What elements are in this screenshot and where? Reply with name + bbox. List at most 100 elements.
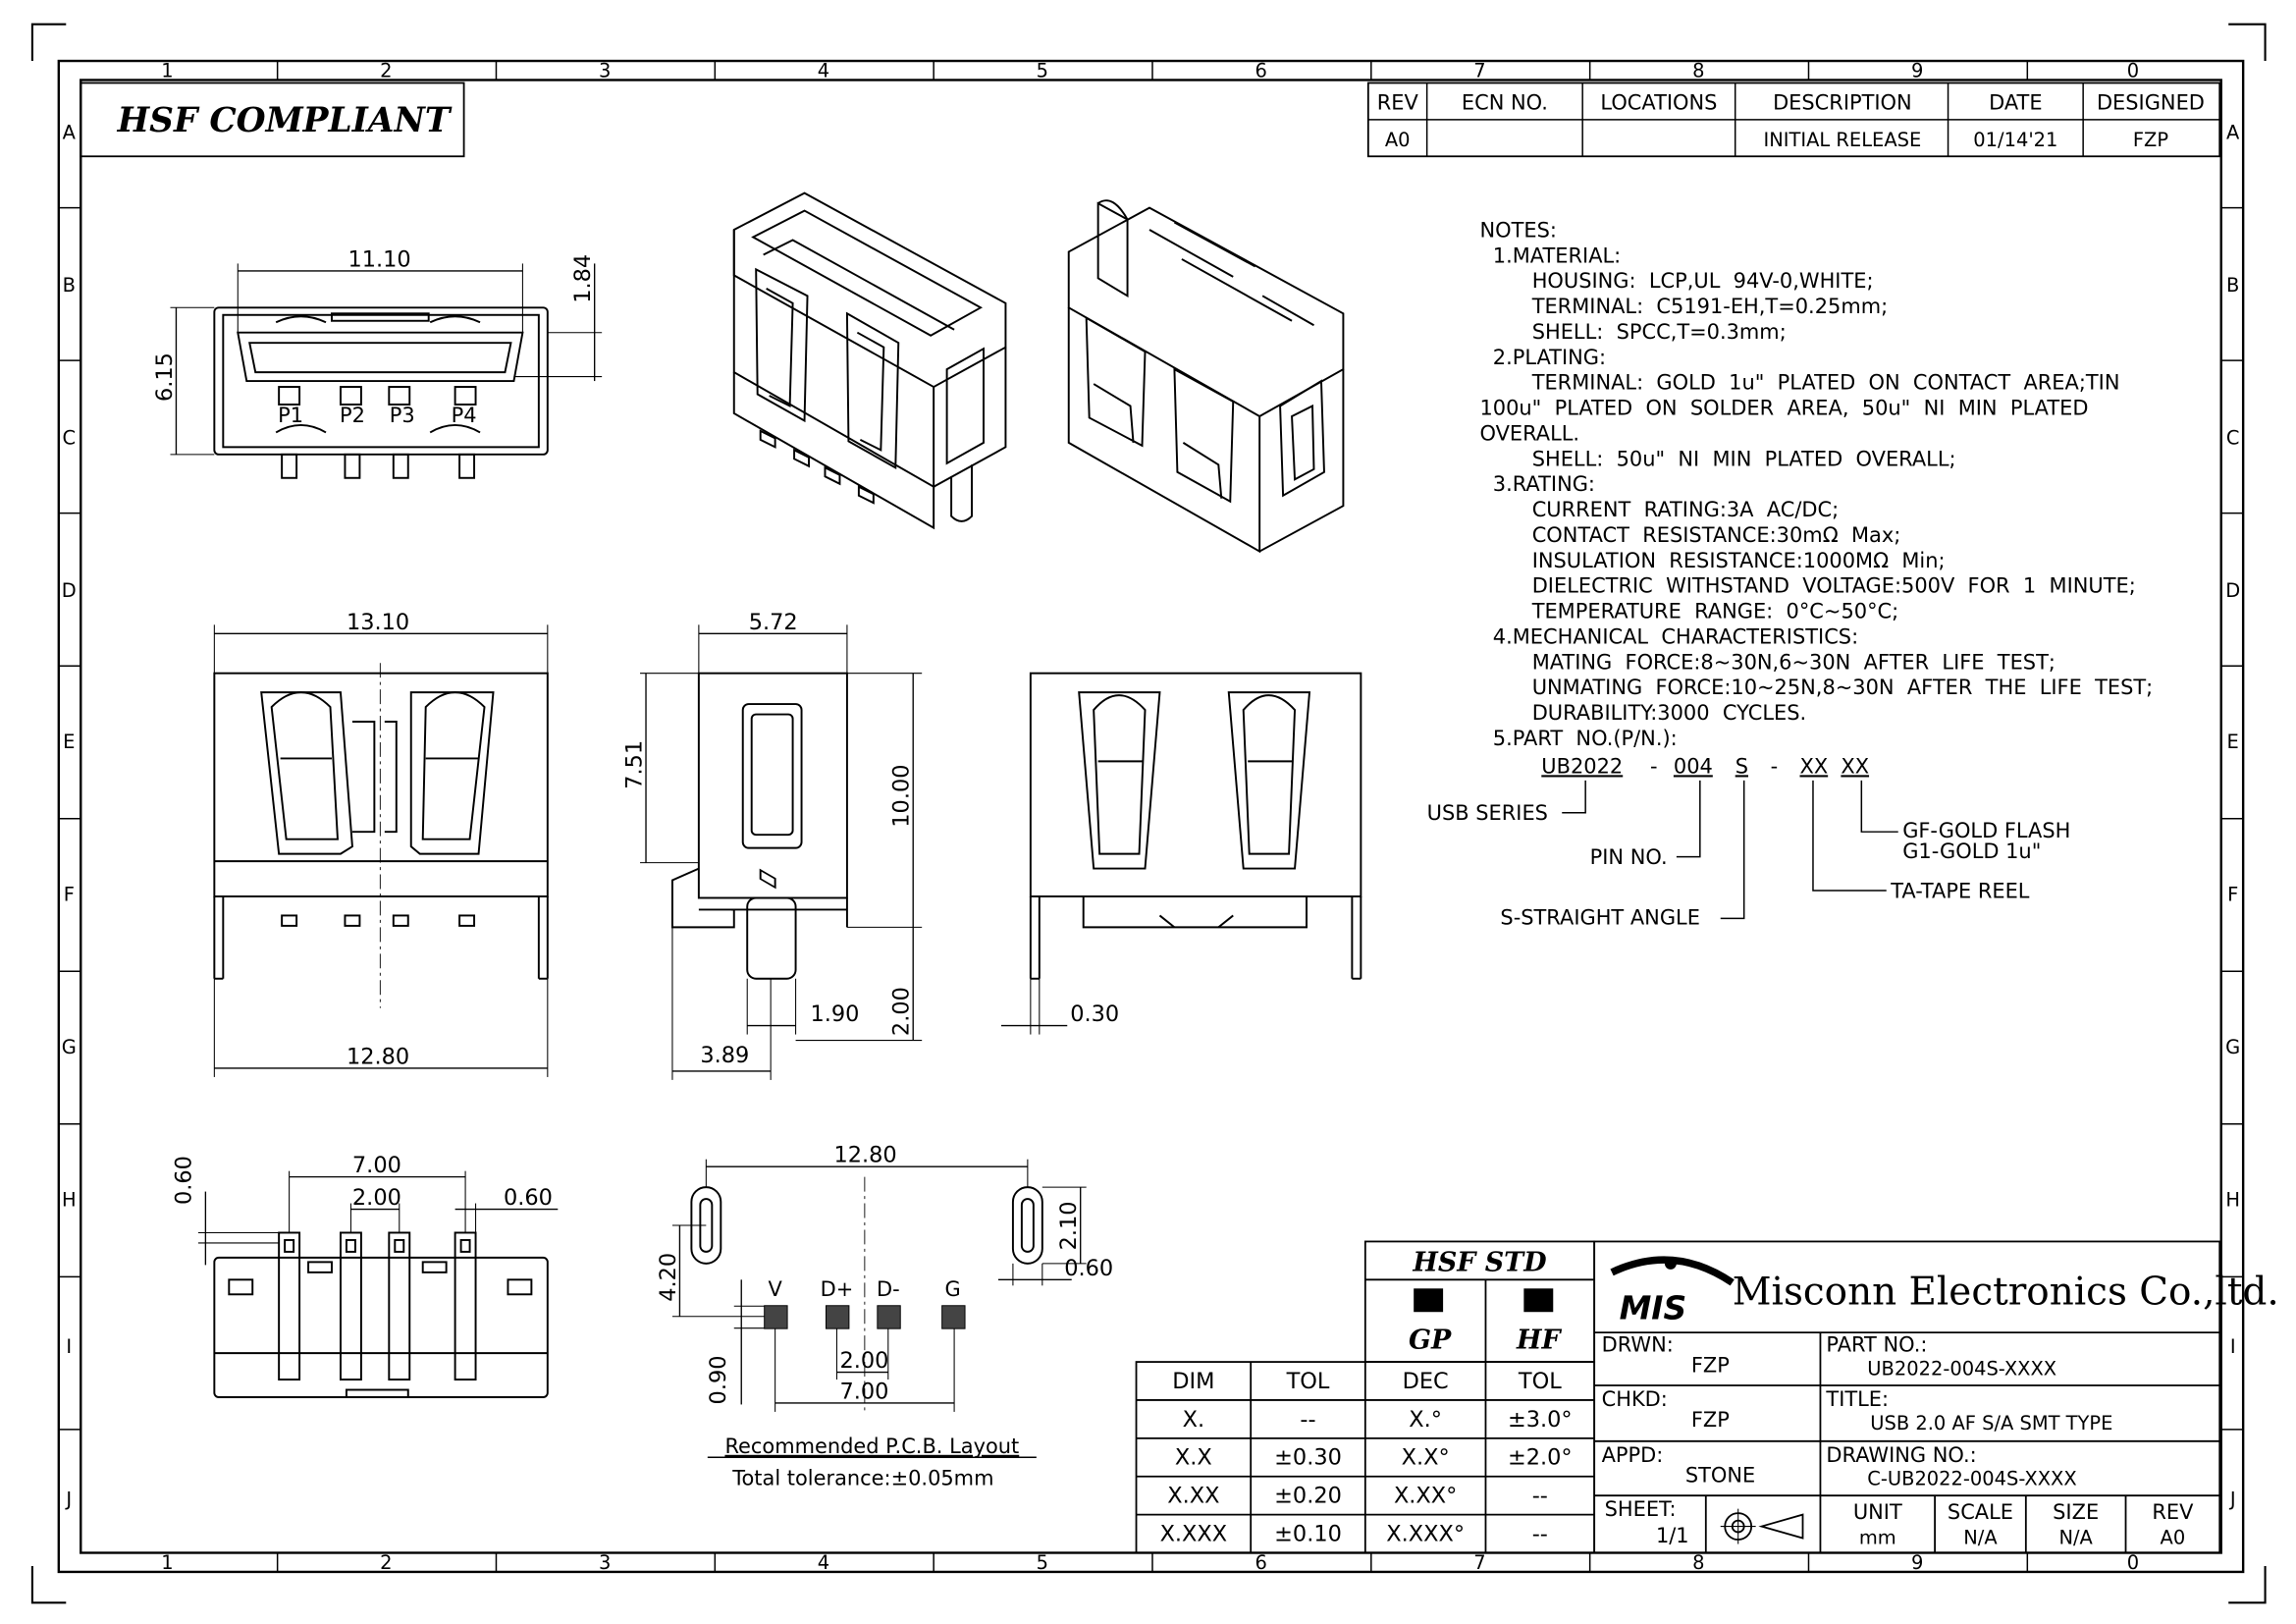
- projection-symbol-icon: [1720, 1508, 1804, 1544]
- note-line: SHELL: 50u" NI MIN PLATED OVERALL;: [1479, 447, 1955, 470]
- pin-label-p2: P2: [340, 404, 365, 427]
- drawing-no-label: DRAWING NO.:: [1826, 1443, 1976, 1467]
- grid-row-label: I: [66, 1335, 72, 1358]
- dim-side-b3: 3.89: [700, 1043, 749, 1068]
- side-view-dims: 5.72 7.51 10.00 1.90 2.00 3.89: [622, 610, 915, 1068]
- dim-pcb-0-90: 0.90: [706, 1356, 731, 1405]
- dim-pcb-2-10: 2.10: [1056, 1201, 1082, 1250]
- pcb-pin-dplus: D+: [821, 1277, 854, 1301]
- pin-label-p3: P3: [390, 404, 415, 427]
- rev-header: REV: [1377, 90, 1419, 114]
- title-block: [1593, 1240, 2221, 1554]
- grid-row-label: D: [62, 579, 77, 602]
- pn-part-1: UB2022: [1541, 754, 1623, 778]
- pcb-caption: Recommended P.C.B. Layout: [724, 1435, 1019, 1458]
- dim-front-bottom: 12.80: [347, 1044, 409, 1069]
- dim-front-width: 13.10: [347, 610, 409, 635]
- grid-col-label: 0: [2127, 59, 2139, 81]
- grid-row-label: G: [62, 1036, 77, 1058]
- grid-col-label: 4: [818, 1551, 829, 1574]
- grid-col-label: 6: [1255, 59, 1266, 81]
- note-line: CURRENT RATING:3A AC/DC;: [1479, 498, 1839, 521]
- pcb-pin-dminus: D-: [877, 1277, 900, 1301]
- ecn-header: ECN NO.: [1462, 90, 1548, 114]
- grid-row-label: C: [2226, 426, 2240, 449]
- pn-straight: S-STRAIGHT ANGLE: [1500, 905, 1700, 929]
- note-line: MATING FORCE:8~30N,6~30N AFTER LIFE TEST…: [1479, 650, 2055, 674]
- grid-row-label: C: [63, 426, 77, 449]
- rev-label: REV: [2152, 1500, 2194, 1524]
- dim-pcb-2-00: 2.00: [839, 1348, 888, 1374]
- pin-label-p1: P1: [278, 404, 303, 427]
- grid-col-label: 7: [1473, 1551, 1485, 1574]
- dim-side-b1: 1.90: [811, 1001, 860, 1027]
- gp-marker: [1414, 1288, 1444, 1313]
- designed-header: DESIGNED: [2097, 90, 2205, 114]
- pcb-pad-fill: [765, 1306, 965, 1328]
- date-header: DATE: [1989, 90, 2042, 114]
- mis-logo: MIS: [1610, 1256, 1735, 1327]
- grid-col-label: 7: [1473, 59, 1485, 81]
- note-line: 3.RATING:: [1479, 472, 1595, 496]
- dim-pcb-7-00: 7.00: [839, 1379, 888, 1404]
- pn-tape-reel: TA-TAPE REEL: [1890, 879, 2030, 902]
- size-value: N/A: [2058, 1527, 2093, 1549]
- dim-pcb-12-80: 12.80: [833, 1143, 896, 1168]
- note-line: 2.PLATING:: [1479, 346, 1606, 369]
- pcb-pin-labels: V D+ D- G: [768, 1277, 960, 1301]
- grid-col-label: 4: [818, 59, 829, 81]
- note-line: CONTACT RESISTANCE:30mΩ Max;: [1479, 523, 1900, 547]
- drawing-no-value: C-UB2022-004S-XXXX: [1867, 1468, 2076, 1490]
- note-line: 1.MATERIAL:: [1479, 244, 1621, 267]
- grid-col-label: 1: [161, 59, 173, 81]
- tol-header: DIM: [1172, 1369, 1214, 1394]
- note-line: 100u" PLATED ON SOLDER AREA, 50u" NI MIN…: [1479, 397, 2088, 420]
- tol-cell: X.X: [1175, 1445, 1212, 1471]
- grid-row-label: H: [62, 1189, 77, 1212]
- tol-header: DEC: [1403, 1369, 1449, 1394]
- front-view-dims: 13.10 12.80: [347, 610, 409, 1070]
- pn-pin-no: PIN NO.: [1590, 845, 1668, 869]
- tol-cell: X.XXX°: [1386, 1522, 1465, 1547]
- unit-value: mm: [1859, 1527, 1896, 1549]
- grid-col-label: 6: [1255, 1551, 1266, 1574]
- pcb-pin-g: G: [944, 1277, 960, 1301]
- grid-col-label: 0: [2127, 1551, 2139, 1574]
- pn-dash-2: -: [1771, 754, 1779, 778]
- designed-value: FZP: [2133, 129, 2168, 151]
- chkd-value: FZP: [1691, 1408, 1730, 1432]
- pn-part-4: XX: [1800, 754, 1829, 778]
- grid-col-label: 2: [380, 1551, 392, 1574]
- grid-column-marks: [276, 61, 2029, 1572]
- grid-row-label: G: [2225, 1036, 2240, 1058]
- hsf-compliant-label: HSF COMPLIANT: [117, 101, 453, 140]
- note-line: DIELECTRIC WITHSTAND VOLTAGE:500V FOR 1 …: [1479, 574, 2135, 598]
- grid-row-label: B: [2226, 274, 2239, 297]
- tol-cell: X.°: [1409, 1407, 1442, 1433]
- tol-cell: ±2.0°: [1508, 1445, 1573, 1471]
- pcb-dims: 12.80 4.20 2.10 0.60 0.90 2.00 7.00: [656, 1143, 1113, 1405]
- dim-pcb-0-60: 0.60: [1064, 1256, 1113, 1281]
- pn-gold-1u: G1-GOLD 1u": [1902, 839, 2041, 863]
- tol-cell: ±0.30: [1274, 1445, 1342, 1471]
- sheet-label: SHEET:: [1605, 1497, 1677, 1521]
- rear-view: [1000, 672, 1362, 1035]
- note-line: OVERALL.: [1479, 421, 1579, 445]
- note-line: 5.PART NO.(P/N.):: [1479, 727, 1677, 750]
- top-view-pin-labels: P1 P2 P3 P4: [278, 404, 476, 427]
- date-value: 01/14'21: [1973, 129, 2057, 151]
- hsf-std-hf: HF: [1516, 1326, 1562, 1356]
- sheet-value: 1/1: [1656, 1524, 1689, 1547]
- grid-col-label: 8: [1692, 1551, 1704, 1574]
- part-number-leaders: [1562, 780, 1898, 920]
- grid-col-label: 2: [380, 59, 392, 81]
- tol-header: TOL: [1286, 1369, 1330, 1394]
- corner-marks: [30, 23, 2267, 1604]
- front-view: [213, 624, 549, 1077]
- tol-cell: --: [1532, 1484, 1548, 1509]
- top-view-dims: 11.10 6.15 1.84: [152, 246, 596, 402]
- rev-value: A0: [1385, 129, 1411, 151]
- dim-top-height: 6.15: [152, 352, 178, 402]
